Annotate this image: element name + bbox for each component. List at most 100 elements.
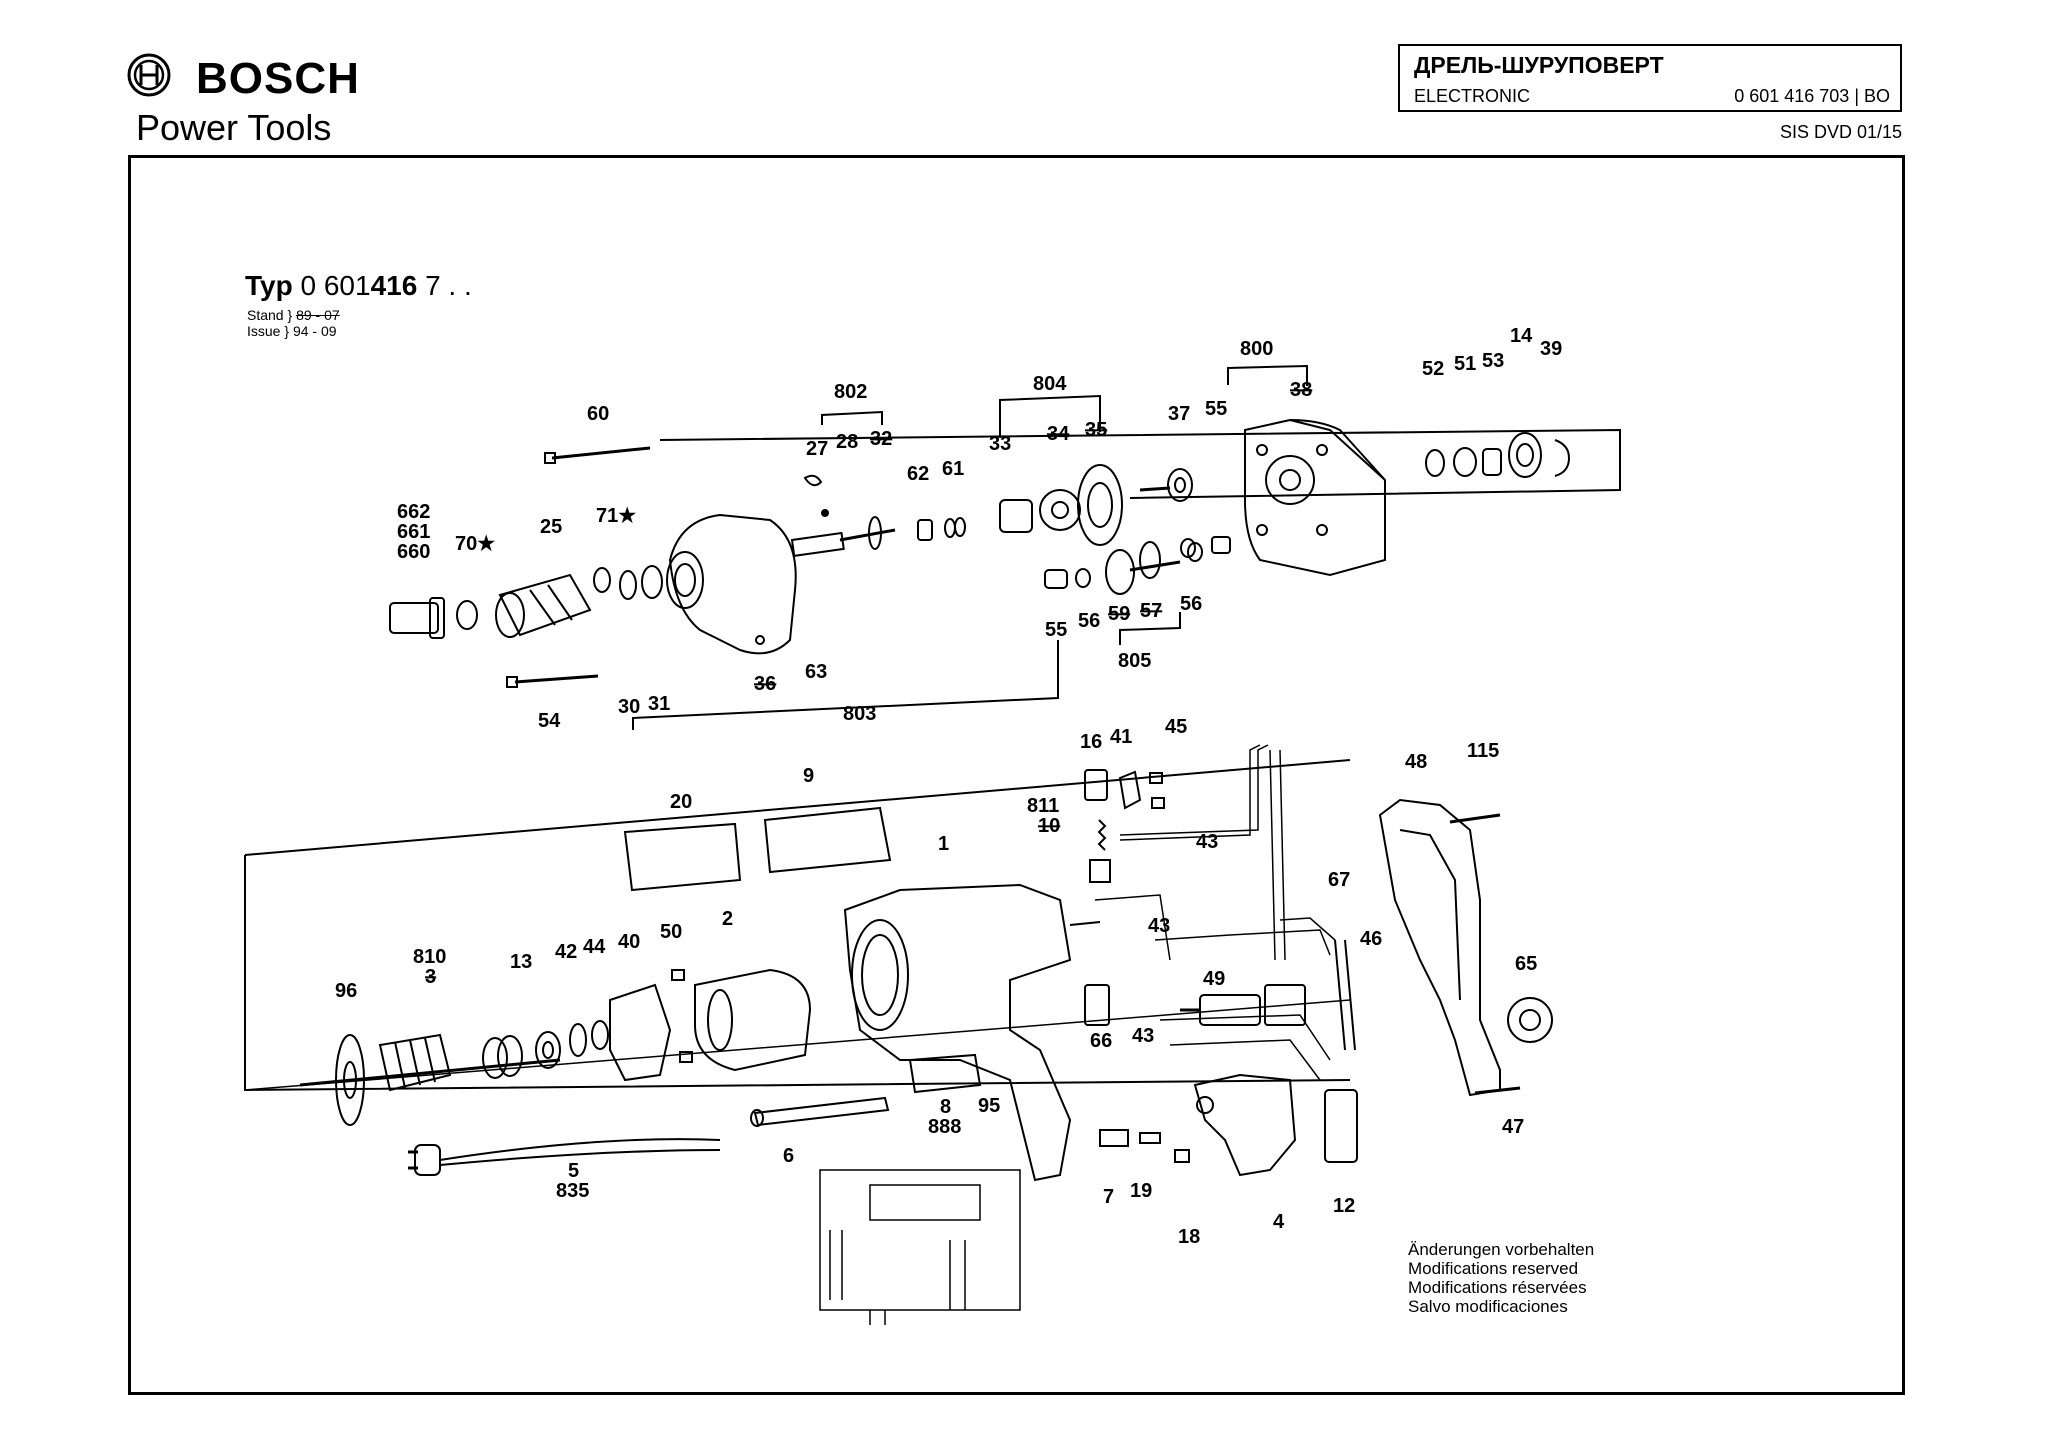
callout-10: 10 (1038, 815, 1060, 837)
callout-37: 37 (1168, 403, 1190, 425)
callout-7: 7 (1103, 1186, 1114, 1208)
bracket-805 (1119, 612, 1181, 645)
part-13-bearing (535, 1031, 561, 1069)
part-44-washer (591, 1020, 609, 1050)
part-9-nameplate (763, 806, 892, 874)
part-59-gear (1105, 549, 1181, 595)
part-36-gear-housing (666, 513, 797, 655)
callout-27: 27 (806, 438, 828, 460)
modifications-notes: Änderungen vorbehalten Modifications res… (1408, 1240, 1594, 1316)
callout-14: 14 (1510, 325, 1533, 347)
note-fr: Modifications réservées (1408, 1278, 1587, 1297)
callout-18: 18 (1178, 1226, 1200, 1248)
callout-54: 54 (538, 710, 561, 732)
callout-20: 20 (670, 791, 692, 813)
lower-frame-top (244, 759, 1351, 856)
part-7-clamp (1099, 1129, 1129, 1147)
callout-48: 48 (1405, 751, 1427, 773)
callout-42: 42 (555, 941, 577, 963)
part-41-spring-clip (1118, 770, 1142, 810)
callout-115: 115 (1467, 740, 1499, 762)
part-115-screw (1449, 813, 1501, 824)
product-title: ДРЕЛЬ-ШУРУПОВЕРТ (1414, 52, 1664, 78)
callout-28: 28 (836, 431, 858, 453)
part-10-carbon-brush (1089, 819, 1111, 883)
callout-55-upper: 55 (1205, 398, 1227, 420)
part-20-nameplate (623, 822, 742, 892)
part-33-bushing (999, 499, 1033, 533)
callout-5: 5 (568, 1160, 579, 1182)
part-61-spring (944, 517, 966, 538)
callout-56-lower: 56 (1078, 610, 1100, 632)
callout-62: 62 (907, 463, 929, 485)
callout-25: 25 (540, 516, 562, 538)
part-35-gear (1077, 464, 1123, 546)
part-49-switch (1180, 984, 1306, 1026)
part-37-bearing (1139, 468, 1193, 502)
part-62-sleeve (917, 519, 933, 541)
part-40-bearing-shield (609, 983, 672, 1082)
part-56-washer-upper (1180, 538, 1196, 558)
bracket-804 (999, 394, 1101, 438)
part-4-switch (1193, 1073, 1297, 1177)
title-box: ДРЕЛЬ-ШУРУПОВЕРТ ELECTRONIC 0 601 416 70… (1398, 44, 1902, 112)
callout-811: 811 (1027, 795, 1059, 817)
callout-39: 39 (1540, 338, 1562, 360)
part-46-leads (1334, 939, 1356, 1051)
issue-label: Issue (247, 323, 281, 339)
part-48-handle-cover (1378, 798, 1501, 1097)
callout-3: 3 (425, 966, 436, 988)
brand-subtitle: Power Tools (136, 107, 332, 148)
bracket-800 (1227, 364, 1308, 386)
bracket-803 (632, 640, 1059, 730)
callout-660: 660 (397, 541, 430, 563)
part-53-bushing (1482, 448, 1502, 476)
exploded-parts-diagram: 60 662 661 660 70★ 25 71★ 802 27 28 32 6… (244, 325, 1621, 1325)
part-660-nut (389, 597, 445, 639)
callout-66: 66 (1090, 1030, 1112, 1052)
part-38-gearbox-cover (1244, 418, 1386, 577)
callout-55-lower: 55 (1045, 619, 1067, 641)
product-subtitle: ELECTRONIC (1414, 86, 1531, 106)
callout-43-low: 43 (1132, 1025, 1154, 1047)
part-27-clip (803, 474, 823, 487)
part-28-ball (821, 509, 829, 517)
callout-803: 803 (843, 703, 876, 725)
part-66-brush-holder (1084, 984, 1110, 1026)
part-55-pin-lower (1044, 569, 1068, 589)
callout-19: 19 (1130, 1180, 1152, 1202)
callout-1: 1 (938, 833, 949, 855)
callout-41: 41 (1110, 726, 1132, 748)
callout-34: 34 (1047, 423, 1070, 445)
part-39-circlip (1554, 439, 1571, 477)
upper-assembly-frame (659, 428, 1621, 499)
part-3-armature (299, 1033, 561, 1092)
callout-32: 32 (870, 428, 892, 450)
part-96-fan (335, 1034, 365, 1126)
callout-61: 61 (942, 458, 964, 480)
callout-59: 59 (1108, 603, 1130, 625)
part-70-ring (456, 600, 478, 630)
part-8-label (908, 1053, 982, 1094)
typ-number-b: 416 (370, 270, 418, 301)
part-6-tube (750, 1096, 890, 1127)
part-56-washer-lower (1075, 568, 1091, 588)
callout-4: 4 (1273, 1211, 1285, 1233)
callout-6: 6 (783, 1145, 794, 1167)
callout-70: 70★ (455, 533, 495, 555)
typ-number-a: 0 601 (300, 270, 371, 301)
part-19-screw (1139, 1132, 1161, 1144)
stand-label: Stand (247, 307, 284, 323)
stand-value: 89 - 07 (296, 307, 340, 323)
callout-30: 30 (618, 696, 640, 718)
part-55-pin-upper (1211, 536, 1231, 554)
brand-name: BOSCH (196, 54, 360, 103)
part-30-washer (619, 570, 637, 600)
part-54-screw (506, 674, 599, 688)
callout-38: 38 (1290, 379, 1312, 401)
callout-35: 35 (1085, 419, 1107, 441)
callout-56-right: 56 (1180, 593, 1202, 615)
callout-33: 33 (989, 433, 1011, 455)
callout-810: 810 (413, 946, 446, 968)
callout-2: 2 (722, 908, 733, 930)
